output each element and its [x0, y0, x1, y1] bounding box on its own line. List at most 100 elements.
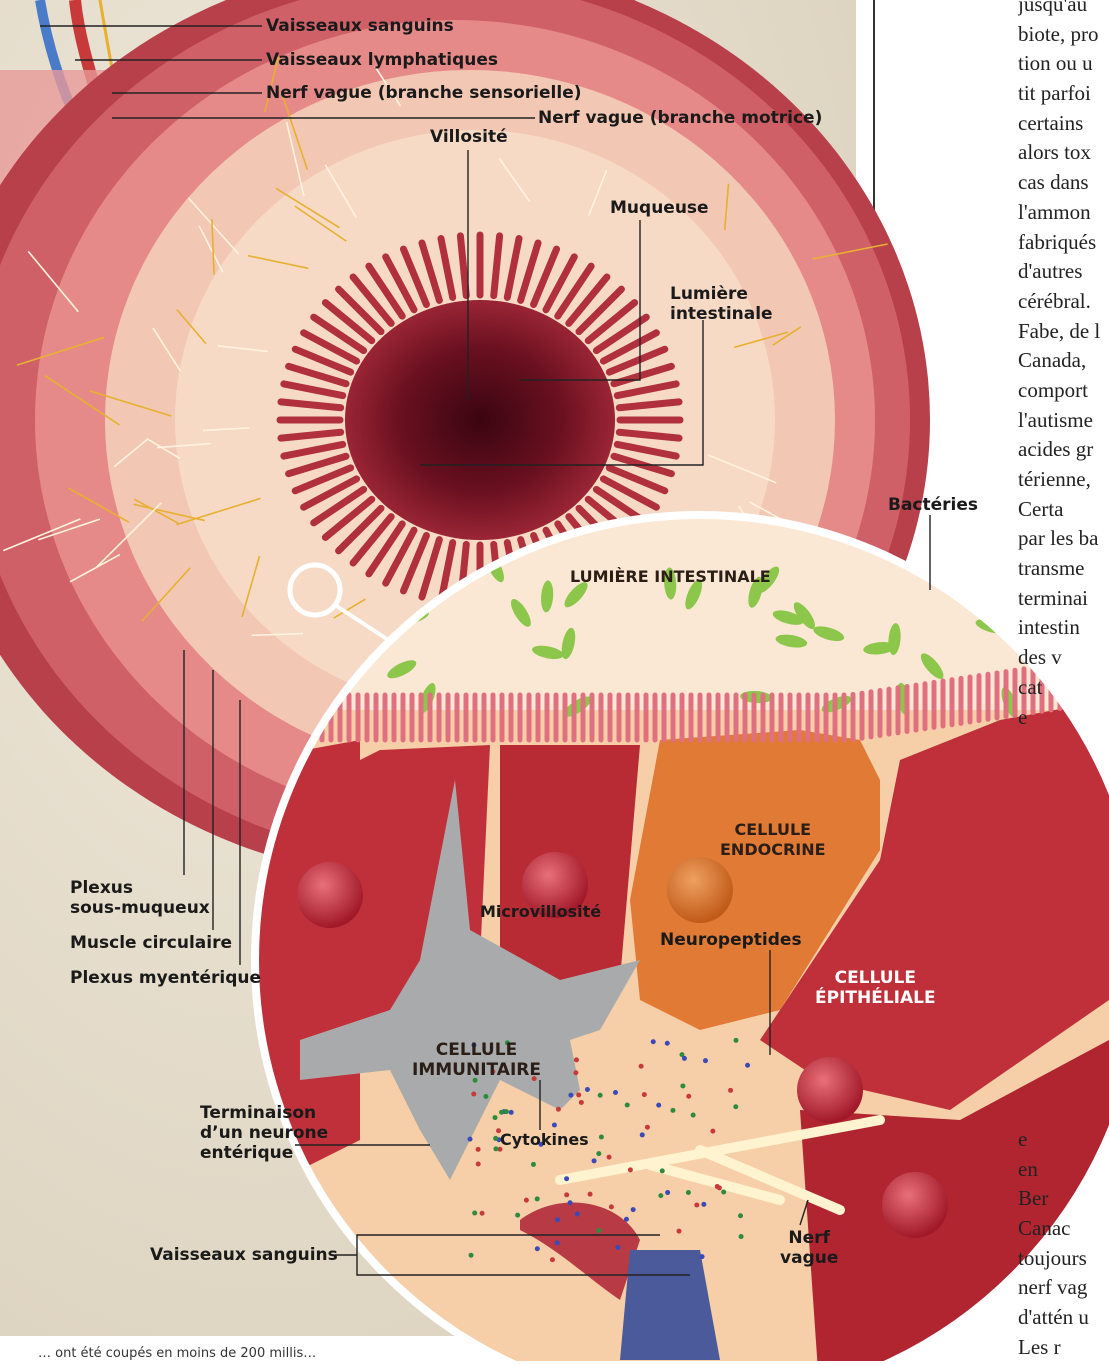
signal-molecule: [471, 1091, 476, 1096]
article-line: par les ba: [1018, 524, 1109, 554]
signal-molecule: [628, 1167, 633, 1172]
article-line: fabriqués: [1018, 228, 1109, 258]
signal-molecule: [568, 1200, 573, 1205]
article-line: Les r: [1018, 1333, 1109, 1363]
signal-molecule: [504, 1109, 509, 1114]
article-line: térienne,: [1018, 465, 1109, 495]
signal-molecule: [609, 1204, 614, 1209]
signal-molecule: [564, 1192, 569, 1197]
signal-molecule: [476, 1162, 481, 1167]
article-line: cérébral.: [1018, 287, 1109, 317]
article-line: alors tox: [1018, 138, 1109, 168]
label-villosite: Villosité: [430, 127, 508, 147]
article-line: intestin: [1018, 613, 1109, 643]
signal-molecule: [613, 1090, 618, 1095]
signal-molecule: [550, 1257, 555, 1262]
article-line: nerf vag: [1018, 1273, 1109, 1303]
article-line: toujours: [1018, 1244, 1109, 1274]
article-line: transme: [1018, 554, 1109, 584]
label-bacteries: Bactéries: [888, 495, 978, 515]
nucleus: [797, 1057, 863, 1123]
signal-molecule: [480, 1211, 485, 1216]
article-line: e: [1018, 703, 1109, 731]
signal-molecule: [703, 1058, 708, 1063]
article-line: l'autisme: [1018, 406, 1109, 436]
signal-molecule: [624, 1217, 629, 1222]
label-vaisseaux-sanguins-top: Vaisseaux sanguins: [266, 16, 454, 36]
label-plexus-sous-muqueux: Plexus sous-muqueux: [70, 878, 210, 918]
signal-molecule: [625, 1102, 630, 1107]
signal-molecule: [677, 1229, 682, 1234]
signal-molecule: [535, 1196, 540, 1201]
article-line: Ber: [1018, 1184, 1109, 1214]
signal-molecule: [651, 1039, 656, 1044]
signal-molecule: [599, 1134, 604, 1139]
label-vaisseaux-lymphatiques: Vaisseaux lymphatiques: [266, 50, 498, 70]
signal-molecule: [733, 1104, 738, 1109]
label-lumiere-intestinale: Lumière intestinale: [670, 284, 773, 324]
label-nerf-vague-sensorielle: Nerf vague (branche sensorielle): [266, 83, 582, 103]
signal-molecule: [552, 1122, 557, 1127]
signal-molecule: [615, 1245, 620, 1250]
signal-molecule: [588, 1192, 593, 1197]
signal-molecule: [701, 1202, 706, 1207]
signal-molecule: [531, 1162, 536, 1167]
signal-molecule: [656, 1103, 661, 1108]
article-line: certains: [1018, 109, 1109, 139]
label-neuropeptides: Neuropeptides: [660, 930, 802, 950]
signal-molecule: [493, 1146, 498, 1151]
article-line: d'autres: [1018, 257, 1109, 287]
signal-molecule: [739, 1234, 744, 1239]
signal-molecule: [568, 1093, 573, 1098]
signal-molecule: [564, 1176, 569, 1181]
signal-molecule: [715, 1184, 720, 1189]
signal-molecule: [670, 1108, 675, 1113]
signal-molecule: [556, 1107, 561, 1112]
signal-molecule: [524, 1198, 529, 1203]
nucleus: [667, 857, 733, 923]
intestinal-lumen: [345, 300, 615, 540]
signal-molecule: [686, 1190, 691, 1195]
signal-molecule: [469, 1253, 474, 1258]
article-line: Certa: [1018, 495, 1109, 525]
signal-molecule: [499, 1110, 504, 1115]
label-muscle-circulaire: Muscle circulaire: [70, 933, 232, 953]
article-line: comport: [1018, 376, 1109, 406]
signal-molecule: [645, 1125, 650, 1130]
article-line: biote, pro: [1018, 20, 1109, 50]
signal-molecule: [682, 1056, 687, 1061]
label-cellule-epitheliale: CELLULE ÉPITHÉLIALE: [815, 968, 936, 1008]
signal-molecule: [665, 1041, 670, 1046]
signal-molecule: [738, 1213, 743, 1218]
signal-molecule: [576, 1092, 581, 1097]
article-line: acides gr: [1018, 435, 1109, 465]
label-muqueuse: Muqueuse: [610, 198, 709, 218]
article-line: e: [1018, 1125, 1109, 1155]
signal-molecule: [660, 1168, 665, 1173]
label-cellule-immunitaire: CELLULE IMMUNITAIRE: [412, 1040, 541, 1080]
signal-molecule: [509, 1110, 514, 1115]
article-line: tion ou u: [1018, 49, 1109, 79]
signal-molecule: [555, 1217, 560, 1222]
signal-molecule: [483, 1094, 488, 1099]
signal-molecule: [555, 1240, 560, 1245]
signal-molecule: [574, 1057, 579, 1062]
article-line: d'attén u: [1018, 1303, 1109, 1333]
signal-molecule: [639, 1064, 644, 1069]
signal-molecule: [640, 1132, 645, 1137]
signal-molecule: [493, 1136, 498, 1141]
article-line: Canada,: [1018, 346, 1109, 376]
label-nerf-vague-bottom: Nerf vague: [780, 1228, 838, 1268]
label-cellule-endocrine: CELLULE ENDOCRINE: [720, 820, 826, 860]
label-nerf-vague-motrice: Nerf vague (branche motrice): [538, 108, 822, 128]
signal-molecule: [472, 1210, 477, 1215]
label-cytokines: Cytokines: [500, 1130, 589, 1150]
article-line: jusqu'au: [1018, 0, 1109, 20]
signal-molecule: [728, 1088, 733, 1093]
signal-molecule: [596, 1228, 601, 1233]
nucleus: [297, 862, 363, 928]
signal-molecule: [575, 1211, 580, 1216]
signal-molecule: [665, 1190, 670, 1195]
label-vaisseaux-sanguins-bottom: Vaisseaux sanguins: [150, 1245, 338, 1265]
